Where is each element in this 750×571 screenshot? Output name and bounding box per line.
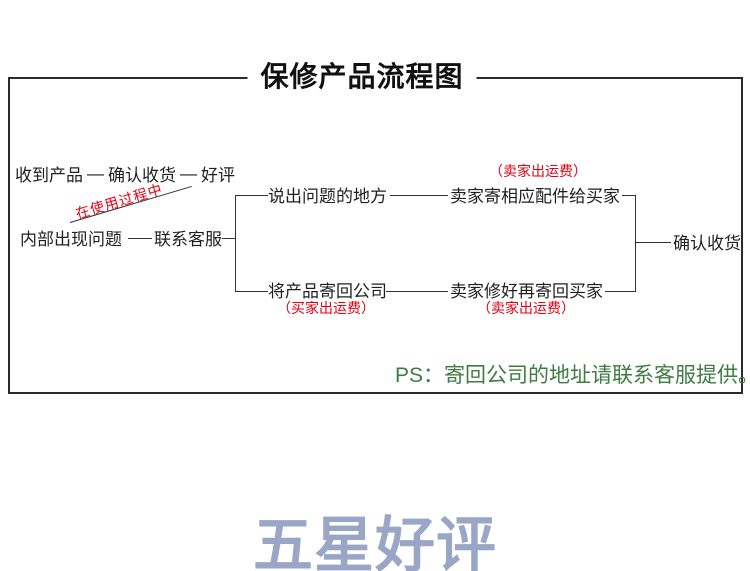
ps-note: PS：寄回公司的地址请联系客服提供。	[395, 364, 750, 387]
step-contact-service: 联系客服	[154, 230, 222, 249]
step-good-review: 好评	[201, 166, 235, 185]
step-return-product: 将产品寄回公司	[268, 282, 387, 301]
step-confirm-receipt: 确认收货	[108, 166, 176, 185]
connector-bottom-branch-mid	[386, 291, 448, 292]
step-seller-repairs-returns: 卖家修好再寄回买家	[450, 282, 603, 301]
fee-note-seller-top: （卖家出运费）	[489, 163, 587, 179]
receive-flow-row: 收到产品 — 确认收货 — 好评	[15, 161, 235, 186]
connector-confirm	[636, 242, 671, 243]
connector-problem-contact	[128, 238, 152, 239]
page-title: 保修产品流程图	[247, 57, 477, 97]
fee-note-buyer: （买家出运费）	[277, 300, 375, 316]
connector-top-branch-mid	[390, 195, 448, 196]
connector-contact-bracket	[222, 238, 236, 239]
step-seller-sends-parts: 卖家寄相应配件给买家	[450, 187, 620, 206]
connector-top-branch-start	[236, 195, 268, 196]
bracket-right-line	[635, 195, 636, 292]
connector-bottom-branch-end	[605, 291, 635, 292]
bracket-left-line	[235, 195, 236, 292]
fee-note-seller-bottom: （卖家出运费）	[477, 300, 575, 316]
connector-top-branch-end	[622, 195, 636, 196]
flowchart-frame	[8, 77, 743, 394]
connector-bottom-branch-start	[236, 291, 268, 292]
five-star-review-text: 五星好评	[253, 512, 497, 571]
step-internal-problem: 内部出现问题	[20, 230, 122, 249]
flow-separator-dash: —	[87, 163, 104, 183]
flow-separator-dash: —	[180, 163, 197, 183]
step-describe-problem: 说出问题的地方	[268, 187, 387, 206]
step-receive-product: 收到产品	[15, 166, 83, 185]
step-final-confirm-receipt: 确认收货	[673, 234, 741, 253]
